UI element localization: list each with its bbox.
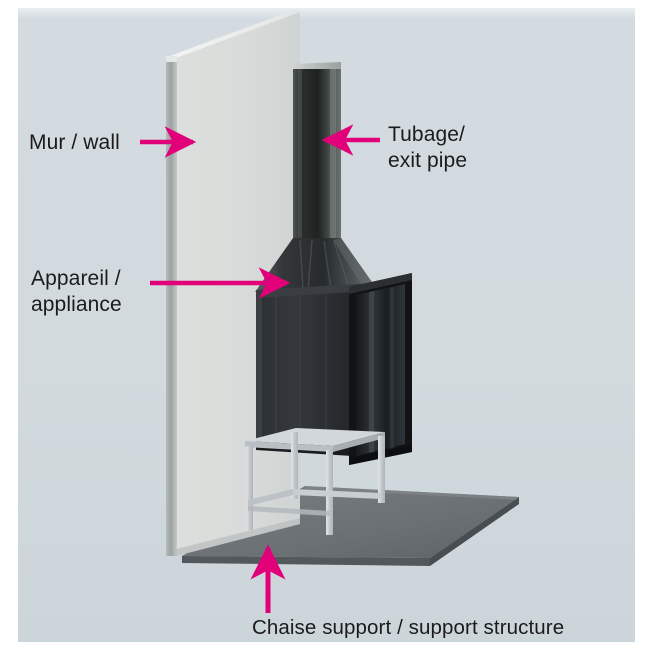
stove-door (349, 273, 412, 465)
label-appliance: Appareil /appliance (31, 266, 122, 317)
annotation-arrows (140, 124, 380, 613)
label-exit-pipe-line1: Tubage/ (388, 123, 465, 146)
panel-top-sheen (18, 8, 635, 18)
label-exit-pipe: Tubage/exit pipe (388, 122, 467, 173)
label-support-structure: Chaise support / support structure (252, 616, 565, 639)
support-frame (245, 428, 385, 535)
label-wall: Mur / wall (29, 131, 120, 154)
flue-pipe (293, 62, 341, 244)
floor-slab (182, 486, 519, 566)
label-appliance-line1: Appareil / (31, 267, 121, 290)
label-exit-pipe-line2: exit pipe (388, 148, 468, 172)
label-appliance-line2: appliance (31, 292, 122, 316)
